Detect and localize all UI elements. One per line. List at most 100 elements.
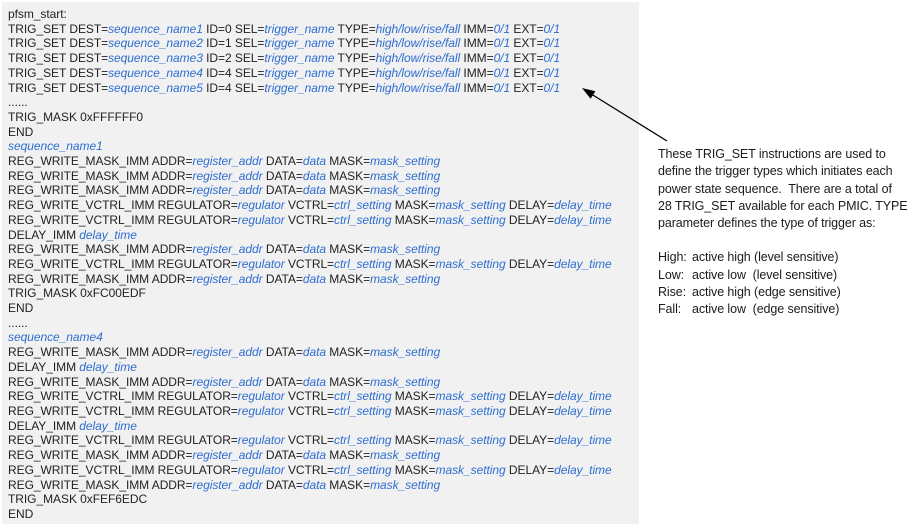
code-text: DELAY= (505, 433, 555, 448)
code-text: VCTRL= (284, 212, 335, 227)
parameter-value: register_addr (192, 271, 263, 286)
parameter-value: mask_setting (370, 242, 441, 257)
code-text: VCTRL= (284, 198, 335, 213)
parameter-value: sequence_name1 (108, 21, 203, 36)
code-text: REG_WRITE_MASK_IMM ADDR= (8, 477, 193, 492)
code-text: DELAY= (505, 403, 555, 418)
parameter-value: trigger_name (264, 65, 335, 80)
code-text: TRIG_SET DEST= (8, 51, 109, 66)
parameter-value: high/low/rise/fall (375, 21, 461, 36)
parameter-value: mask_setting (370, 448, 441, 463)
parameter-value: delay_time (554, 198, 612, 213)
code-text: TRIG_MASK 0xFEF6EDC (8, 492, 148, 507)
parameter-value: mask_setting (370, 154, 441, 169)
code-text: ID=1 SEL= (202, 36, 265, 51)
parameter-value: 0/1 (543, 36, 561, 51)
code-line: sequence_name4 (8, 330, 639, 345)
parameter-value: trigger_name (264, 36, 335, 51)
code-text: DATA= (262, 477, 303, 492)
trigger-type-row: Fall:active low (edge sensitive) (658, 301, 909, 318)
code-text: DATA= (262, 374, 303, 389)
code-line: REG_WRITE_VCTRL_IMM REGULATOR=regulator … (8, 433, 639, 448)
code-text: DATA= (262, 154, 303, 169)
parameter-value: data (302, 374, 326, 389)
code-line: TRIG_MASK 0xFEF6EDC (8, 492, 639, 507)
annotation-line: parameter defines the type of trigger as… (658, 216, 876, 231)
code-line: END (8, 301, 639, 316)
code-text: pfsm_start: (8, 7, 67, 21)
parameter-value: data (302, 271, 326, 286)
code-text: IMM= (460, 51, 494, 66)
code-text: VCTRL= (284, 389, 335, 404)
parameter-value: 0/1 (543, 51, 561, 66)
code-text: ID=2 SEL= (202, 51, 265, 66)
code-text: REG_WRITE_MASK_IMM ADDR= (8, 242, 193, 257)
code-text: TRIG_SET DEST= (8, 36, 109, 51)
parameter-value: regulator (237, 433, 285, 448)
parameter-value: high/low/rise/fall (375, 51, 461, 66)
code-text: REG_WRITE_MASK_IMM ADDR= (8, 154, 193, 169)
code-line: END (8, 507, 639, 522)
parameter-value: 0/1 (493, 51, 511, 66)
code-text: MASK= (391, 389, 436, 404)
code-line: REG_WRITE_MASK_IMM ADDR=register_addr DA… (8, 448, 639, 463)
parameter-value: mask_setting (370, 271, 441, 286)
code-line: TRIG_SET DEST=sequence_name3 ID=2 SEL=tr… (8, 51, 639, 66)
annotation-line: These TRIG_SET instructions are used to (658, 147, 886, 161)
code-text: TYPE= (334, 65, 376, 80)
code-line: ...... (8, 316, 639, 331)
parameter-value: mask_setting (435, 389, 506, 404)
code-line: TRIG_SET DEST=sequence_name1 ID=0 SEL=tr… (8, 22, 639, 37)
code-text: EXT= (510, 51, 544, 66)
code-text: EXT= (510, 36, 544, 51)
parameter-value: 0/1 (543, 21, 561, 36)
trigger-type-label: Low: (658, 267, 685, 282)
code-line: TRIG_SET DEST=sequence_name2 ID=1 SEL=tr… (8, 36, 639, 51)
trigger-type-list: High:active high (level sensitive)Low:ac… (658, 249, 909, 318)
code-line: sequence_name1 (8, 139, 639, 154)
code-line: REG_WRITE_MASK_IMM ADDR=register_addr DA… (8, 183, 639, 198)
parameter-value: delay_time (79, 227, 137, 242)
parameter-value: data (302, 168, 326, 183)
code-text: EXT= (510, 65, 544, 80)
parameter-value: 0/1 (493, 65, 511, 80)
code-text: REG_WRITE_VCTRL_IMM REGULATOR= (8, 256, 238, 271)
code-text: REG_WRITE_VCTRL_IMM REGULATOR= (8, 212, 238, 227)
parameter-value: 0/1 (493, 21, 511, 36)
parameter-value: high/low/rise/fall (375, 36, 461, 51)
code-text: DELAY_IMM (8, 359, 80, 374)
code-line: REG_WRITE_MASK_IMM ADDR=register_addr DA… (8, 478, 639, 493)
code-text: DATA= (262, 271, 303, 286)
code-text: DELAY= (505, 389, 555, 404)
trigger-type-label: High: (658, 250, 687, 265)
code-text: TRIG_SET DEST= (8, 65, 109, 80)
trigger-type-description: active low (edge sensitive) (692, 302, 840, 317)
code-text: REG_WRITE_MASK_IMM ADDR= (8, 168, 193, 183)
parameter-value: mask_setting (435, 212, 506, 227)
parameter-value: data (302, 154, 326, 169)
code-text: END (8, 124, 34, 139)
code-line: REG_WRITE_VCTRL_IMM REGULATOR=regulator … (8, 257, 639, 272)
parameter-value: mask_setting (435, 433, 506, 448)
pfsm-code-block: pfsm_start:TRIG_SET DEST=sequence_name1 … (2, 2, 639, 524)
code-text: MASK= (391, 198, 436, 213)
trigger-type-row: Rise:active high (edge sensitive) (658, 284, 909, 301)
code-text: DELAY= (505, 198, 555, 213)
parameter-value: regulator (237, 389, 285, 404)
parameter-value: ctrl_setting (334, 389, 392, 404)
parameter-value: regulator (237, 403, 285, 418)
code-text: DELAY= (505, 212, 555, 227)
annotation-line: define the trigger types which initiates… (658, 164, 893, 179)
parameter-value: register_addr (192, 448, 263, 463)
trigger-type-label: Rise: (658, 285, 686, 300)
code-text: TYPE= (334, 36, 376, 51)
parameter-value: register_addr (192, 242, 263, 257)
annotation-line: power state sequence. There are a total … (658, 181, 892, 196)
code-text: END (8, 301, 34, 316)
parameter-value: sequence_name4 (8, 330, 103, 345)
code-text: IMM= (460, 80, 494, 95)
code-text: ID=4 SEL= (202, 80, 265, 95)
parameter-value: mask_setting (370, 477, 441, 492)
parameter-value: register_addr (192, 345, 263, 360)
code-text: ...... (8, 315, 28, 330)
